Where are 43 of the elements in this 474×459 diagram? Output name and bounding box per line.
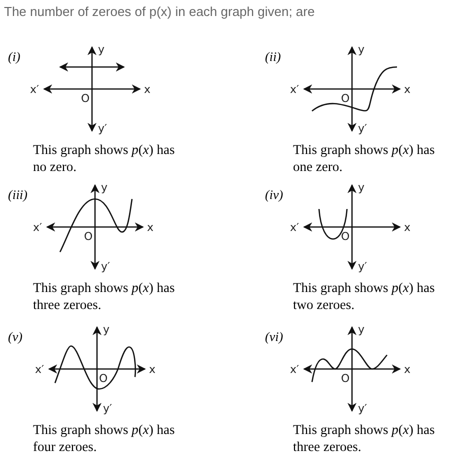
axis-label: y′ xyxy=(358,402,368,415)
axis-label: y′ xyxy=(358,122,368,135)
caption: This graph shows p(x) has four zeroes. xyxy=(33,421,176,455)
origin-label: O xyxy=(84,230,93,243)
part-label: (vi) xyxy=(265,329,284,345)
caption: This graph shows p(x) has three zeroes. xyxy=(33,279,176,313)
axis-label: y xyxy=(98,43,105,56)
part-label: (i) xyxy=(8,49,20,65)
caption: This graph shows p(x) has three zeroes. xyxy=(293,421,436,455)
axis-label: y xyxy=(358,43,365,56)
axis-label: y′ xyxy=(101,260,110,273)
axis-label: x′ xyxy=(33,221,42,234)
axis-label: y xyxy=(358,323,365,336)
origin-label: O xyxy=(99,372,108,385)
origin-label: O xyxy=(341,92,350,105)
axis-label: x′ xyxy=(290,221,300,234)
origin-label: O xyxy=(341,372,350,385)
axis-label: x′ xyxy=(35,363,44,376)
question-text: The number of zeroes of p(x) in each graph given; are xyxy=(4,4,315,19)
part-label: (v) xyxy=(8,329,22,345)
axis-label: x xyxy=(147,221,154,234)
part-label: (ii) xyxy=(265,49,281,65)
axis-label: x′ xyxy=(290,363,300,376)
part-label: (iv) xyxy=(265,187,284,203)
part-label: (iii) xyxy=(8,187,28,203)
axis-label: x xyxy=(404,221,411,234)
axis-label: y′ xyxy=(358,260,368,273)
caption: This graph shows p(x) has no zero. xyxy=(33,141,176,175)
axis-label: x′ xyxy=(290,83,300,96)
axis-label: y xyxy=(358,181,365,194)
axis-label: x xyxy=(404,363,411,376)
origin-label: O xyxy=(81,92,90,105)
axis-label: x xyxy=(404,83,411,96)
axis-label: y xyxy=(101,181,108,194)
axis-label: y xyxy=(103,323,110,336)
axis-label: x xyxy=(149,363,156,376)
axis-label: x xyxy=(144,83,151,96)
axis-label: y′ xyxy=(98,122,108,135)
caption: This graph shows p(x) has two zeroes. xyxy=(293,279,436,313)
caption: This graph shows p(x) has one zero. xyxy=(293,141,436,175)
axis-label: y′ xyxy=(103,402,112,415)
origin-label: O xyxy=(341,230,350,243)
axis-label: x′ xyxy=(30,83,40,96)
